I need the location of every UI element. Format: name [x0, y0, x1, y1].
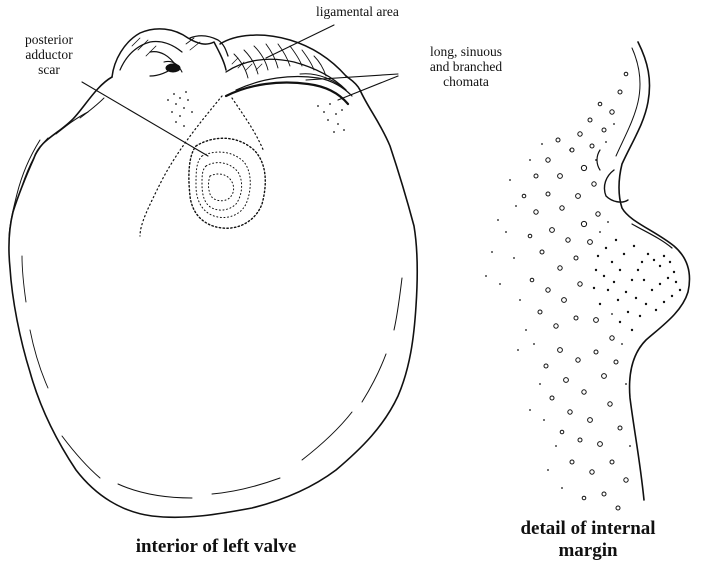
growth-line: [362, 354, 386, 402]
shell-lamella: [80, 98, 104, 118]
ligamental-area-outline: [226, 59, 346, 90]
adductor-scar-ring: [209, 174, 234, 201]
label-line: chomata: [400, 74, 532, 89]
label-chomata: long, sinuous and branched chomata: [400, 44, 532, 89]
internal-margin-detail: [485, 42, 689, 510]
margin-edge: [619, 42, 689, 500]
caption-detail-of-internal-margin: detail of internal margin: [482, 518, 694, 562]
growth-line: [22, 256, 26, 302]
adductor-scar-ring: [196, 152, 250, 217]
leader-posterior-adductor-scar: [82, 82, 208, 156]
label-line: and branched: [400, 59, 532, 74]
margin-edge-inner: [616, 48, 640, 156]
growth-line: [212, 478, 280, 494]
caption-line: margin: [482, 540, 694, 562]
label-line: posterior: [8, 32, 90, 47]
growth-line: [394, 278, 402, 330]
pallial-line: [232, 98, 264, 152]
adductor-scar-ring: [202, 163, 242, 210]
hinge-stipple: [167, 91, 345, 133]
caption-interior-of-left-valve: interior of left valve: [100, 536, 332, 558]
label-posterior-adductor-scar: posterior adductor scar: [8, 32, 90, 77]
growth-line: [302, 412, 352, 460]
chomata-line: [226, 83, 348, 105]
left-valve-drawing: [9, 25, 417, 517]
label-line: long, sinuous: [400, 44, 532, 59]
leader-ligamental-area: [266, 25, 334, 58]
label-line: scar: [8, 62, 90, 77]
leader-chomata: [338, 76, 398, 100]
growth-line: [118, 484, 192, 498]
margin-granules: [522, 72, 628, 510]
caption-line: detail of internal: [482, 518, 694, 540]
label-line: adductor: [8, 47, 90, 62]
margin-notch: [597, 150, 600, 170]
ligamental-area-outline: [220, 35, 346, 76]
pallial-line: [140, 96, 222, 236]
umbo-hatch: [132, 38, 200, 56]
leader-chomata: [306, 74, 398, 80]
shell-outline: [9, 76, 417, 517]
margin-stipple-dense: [593, 239, 681, 331]
margin-notch: [632, 224, 672, 248]
label-ligamental-area: ligamental area: [316, 4, 399, 19]
umbo-dark-spot: [166, 64, 180, 72]
margin-notch: [604, 170, 628, 202]
